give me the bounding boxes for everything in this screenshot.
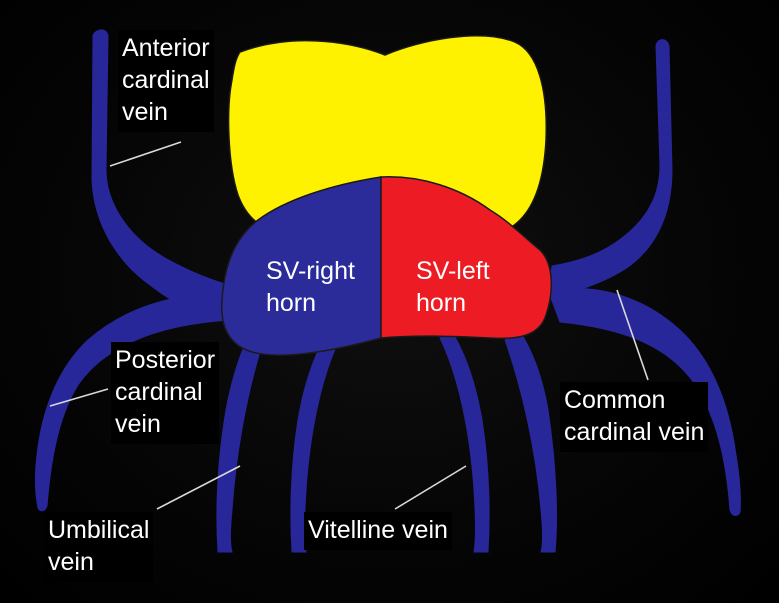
sv-right-horn-shape [220,176,382,356]
umbilical-line1: Umbilical [48,516,150,544]
sv-right-horn-line2: horn [266,289,317,317]
right-umbilical-vein [504,327,558,553]
leader-lines [49,141,649,510]
common-cardinal-line1: Common [564,386,666,414]
anterior-cardinal-line3: vein [122,98,168,126]
leader-anterior-cardinal [109,141,182,167]
umbilical-vein-label: Umbilical vein [44,512,154,582]
veins-group [34,29,741,553]
sv-left-horn-label: SV-left horn [416,255,490,319]
umbilical-line2: vein [48,548,94,576]
left-umbilical-vein [216,329,263,553]
sv-right-horn-line1: SV-right [266,257,355,285]
right-posterior-cardinal-vein [547,287,741,516]
anterior-cardinal-line2: cardinal [122,66,210,94]
sv-left-horn-line2: horn [416,289,467,317]
posterior-cardinal-line1: Posterior [115,346,216,374]
right-anterior-cardinal-vein [547,39,673,299]
left-anterior-cardinal-vein [91,29,241,323]
sv-left-horn-line1: SV-left [416,257,490,285]
common-cardinal-line2: cardinal vein [564,418,705,446]
leader-umbilical [156,465,241,510]
posterior-cardinal-line3: vein [115,410,161,438]
anterior-cardinal-vein-label: Anterior cardinal vein [118,30,214,132]
common-cardinal-vein-label: Common cardinal vein [560,382,709,452]
vitelline-vein-label: Vitelline vein [304,512,452,550]
leader-posterior-cardinal [49,388,109,407]
posterior-cardinal-vein-label: Posterior cardinal vein [111,342,220,444]
sv-left-horn-shape [380,176,553,340]
anterior-cardinal-line1: Anterior [122,34,210,62]
leader-vitelline [394,465,467,510]
left-vitelline-vein [290,331,341,553]
primitive-atrium [227,35,547,235]
posterior-cardinal-line2: cardinal [115,378,203,406]
vitelline-line1: Vitelline vein [308,516,448,544]
left-posterior-cardinal-vein [34,293,233,512]
leader-common-cardinal [616,289,649,381]
sv-right-horn-label: SV-right horn [266,255,355,319]
right-vitelline-vein [439,331,490,553]
